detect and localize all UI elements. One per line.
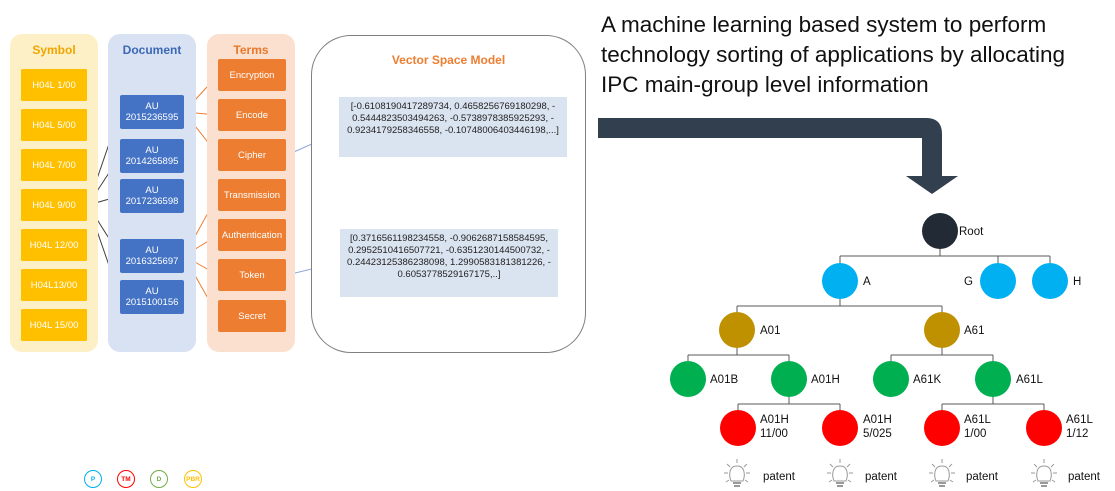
vector-space-model-title: Vector Space Model	[391, 53, 506, 67]
symbol-box: H04L 1/00	[21, 69, 87, 101]
term-box: Encryption	[218, 59, 286, 91]
document-column-title: Document	[122, 43, 182, 57]
tree-node-a61l	[975, 361, 1011, 397]
tree-node-a01	[719, 312, 755, 348]
symbol-box: H04L 9/00	[21, 189, 87, 221]
lightbulb-icon	[928, 458, 956, 488]
term-box: Token	[218, 259, 286, 291]
vector-box: [-0.6108190417289734, 0.4658256769180298…	[339, 97, 567, 157]
tree-node-a01h-11-00	[720, 410, 756, 446]
headline: A machine learning based system to perfo…	[601, 12, 1066, 97]
symbol-box: H04L 12/00	[21, 229, 87, 261]
symbol-box: H04L 5/00	[21, 109, 87, 141]
tree-label-a61k: A61K	[913, 374, 942, 386]
tree-label-a: A	[863, 276, 871, 288]
tree-node-a61l-1-00	[924, 410, 960, 446]
tree-label-a01: A01	[760, 325, 781, 337]
tree-label-a61: A61	[964, 325, 985, 337]
tree-node-a61l-1-12	[1026, 410, 1062, 446]
legend-badge-pbr: PBR	[184, 470, 202, 488]
legend-badge-d: D	[150, 470, 168, 488]
term-box: Authentication	[218, 219, 286, 251]
leaf-label-patent: patent	[1068, 471, 1100, 483]
tree-label-root: Root	[959, 226, 984, 238]
lightbulb-icon	[723, 458, 751, 488]
tree-node-root	[922, 213, 958, 249]
legend-badge-tm: TM	[117, 470, 135, 488]
leaf-label-patent: patent	[966, 471, 998, 483]
tree-label-a01h: A01H	[811, 374, 840, 386]
lightbulb-icon	[1030, 458, 1058, 488]
tree-links	[687, 249, 1051, 410]
tree-node-a01b	[670, 361, 706, 397]
term-box: Encode	[218, 99, 286, 131]
vector-space-model-panel: Vector Space Model	[311, 35, 586, 353]
tree-node-h	[1032, 263, 1068, 299]
tree-node-a01h	[771, 361, 807, 397]
term-box: Cipher	[218, 139, 286, 171]
term-box: Transmission	[218, 179, 286, 211]
symbol-box: H04L 7/00	[21, 149, 87, 181]
vector-box: [0.3716561198234558, -0.9062687158584595…	[340, 229, 558, 297]
symbol-box: H04L13/00	[21, 269, 87, 301]
terms-column-title: Terms	[233, 43, 269, 57]
tree-node-g	[980, 263, 1016, 299]
symbol-box: H04L 15/00	[21, 309, 87, 341]
tree-node-a61	[924, 312, 960, 348]
tree-node-a61k	[873, 361, 909, 397]
tree-label-a61l: A61L	[1016, 374, 1043, 386]
leaf-label-patent: patent	[865, 471, 897, 483]
tree-node-a	[822, 263, 858, 299]
lightbulb-icon	[826, 458, 854, 488]
tree-node-a01h-5-025	[822, 410, 858, 446]
tree-label-a01b: A01B	[710, 374, 739, 386]
tree-label-h: H	[1073, 276, 1082, 288]
tree-label-g: G	[964, 276, 973, 288]
leaf-label-patent: patent	[763, 471, 795, 483]
term-box: Secret	[218, 300, 286, 332]
legend-badge-p: P	[84, 470, 102, 488]
flow-arrow	[598, 118, 958, 194]
symbol-column-title: Symbol	[32, 43, 76, 57]
